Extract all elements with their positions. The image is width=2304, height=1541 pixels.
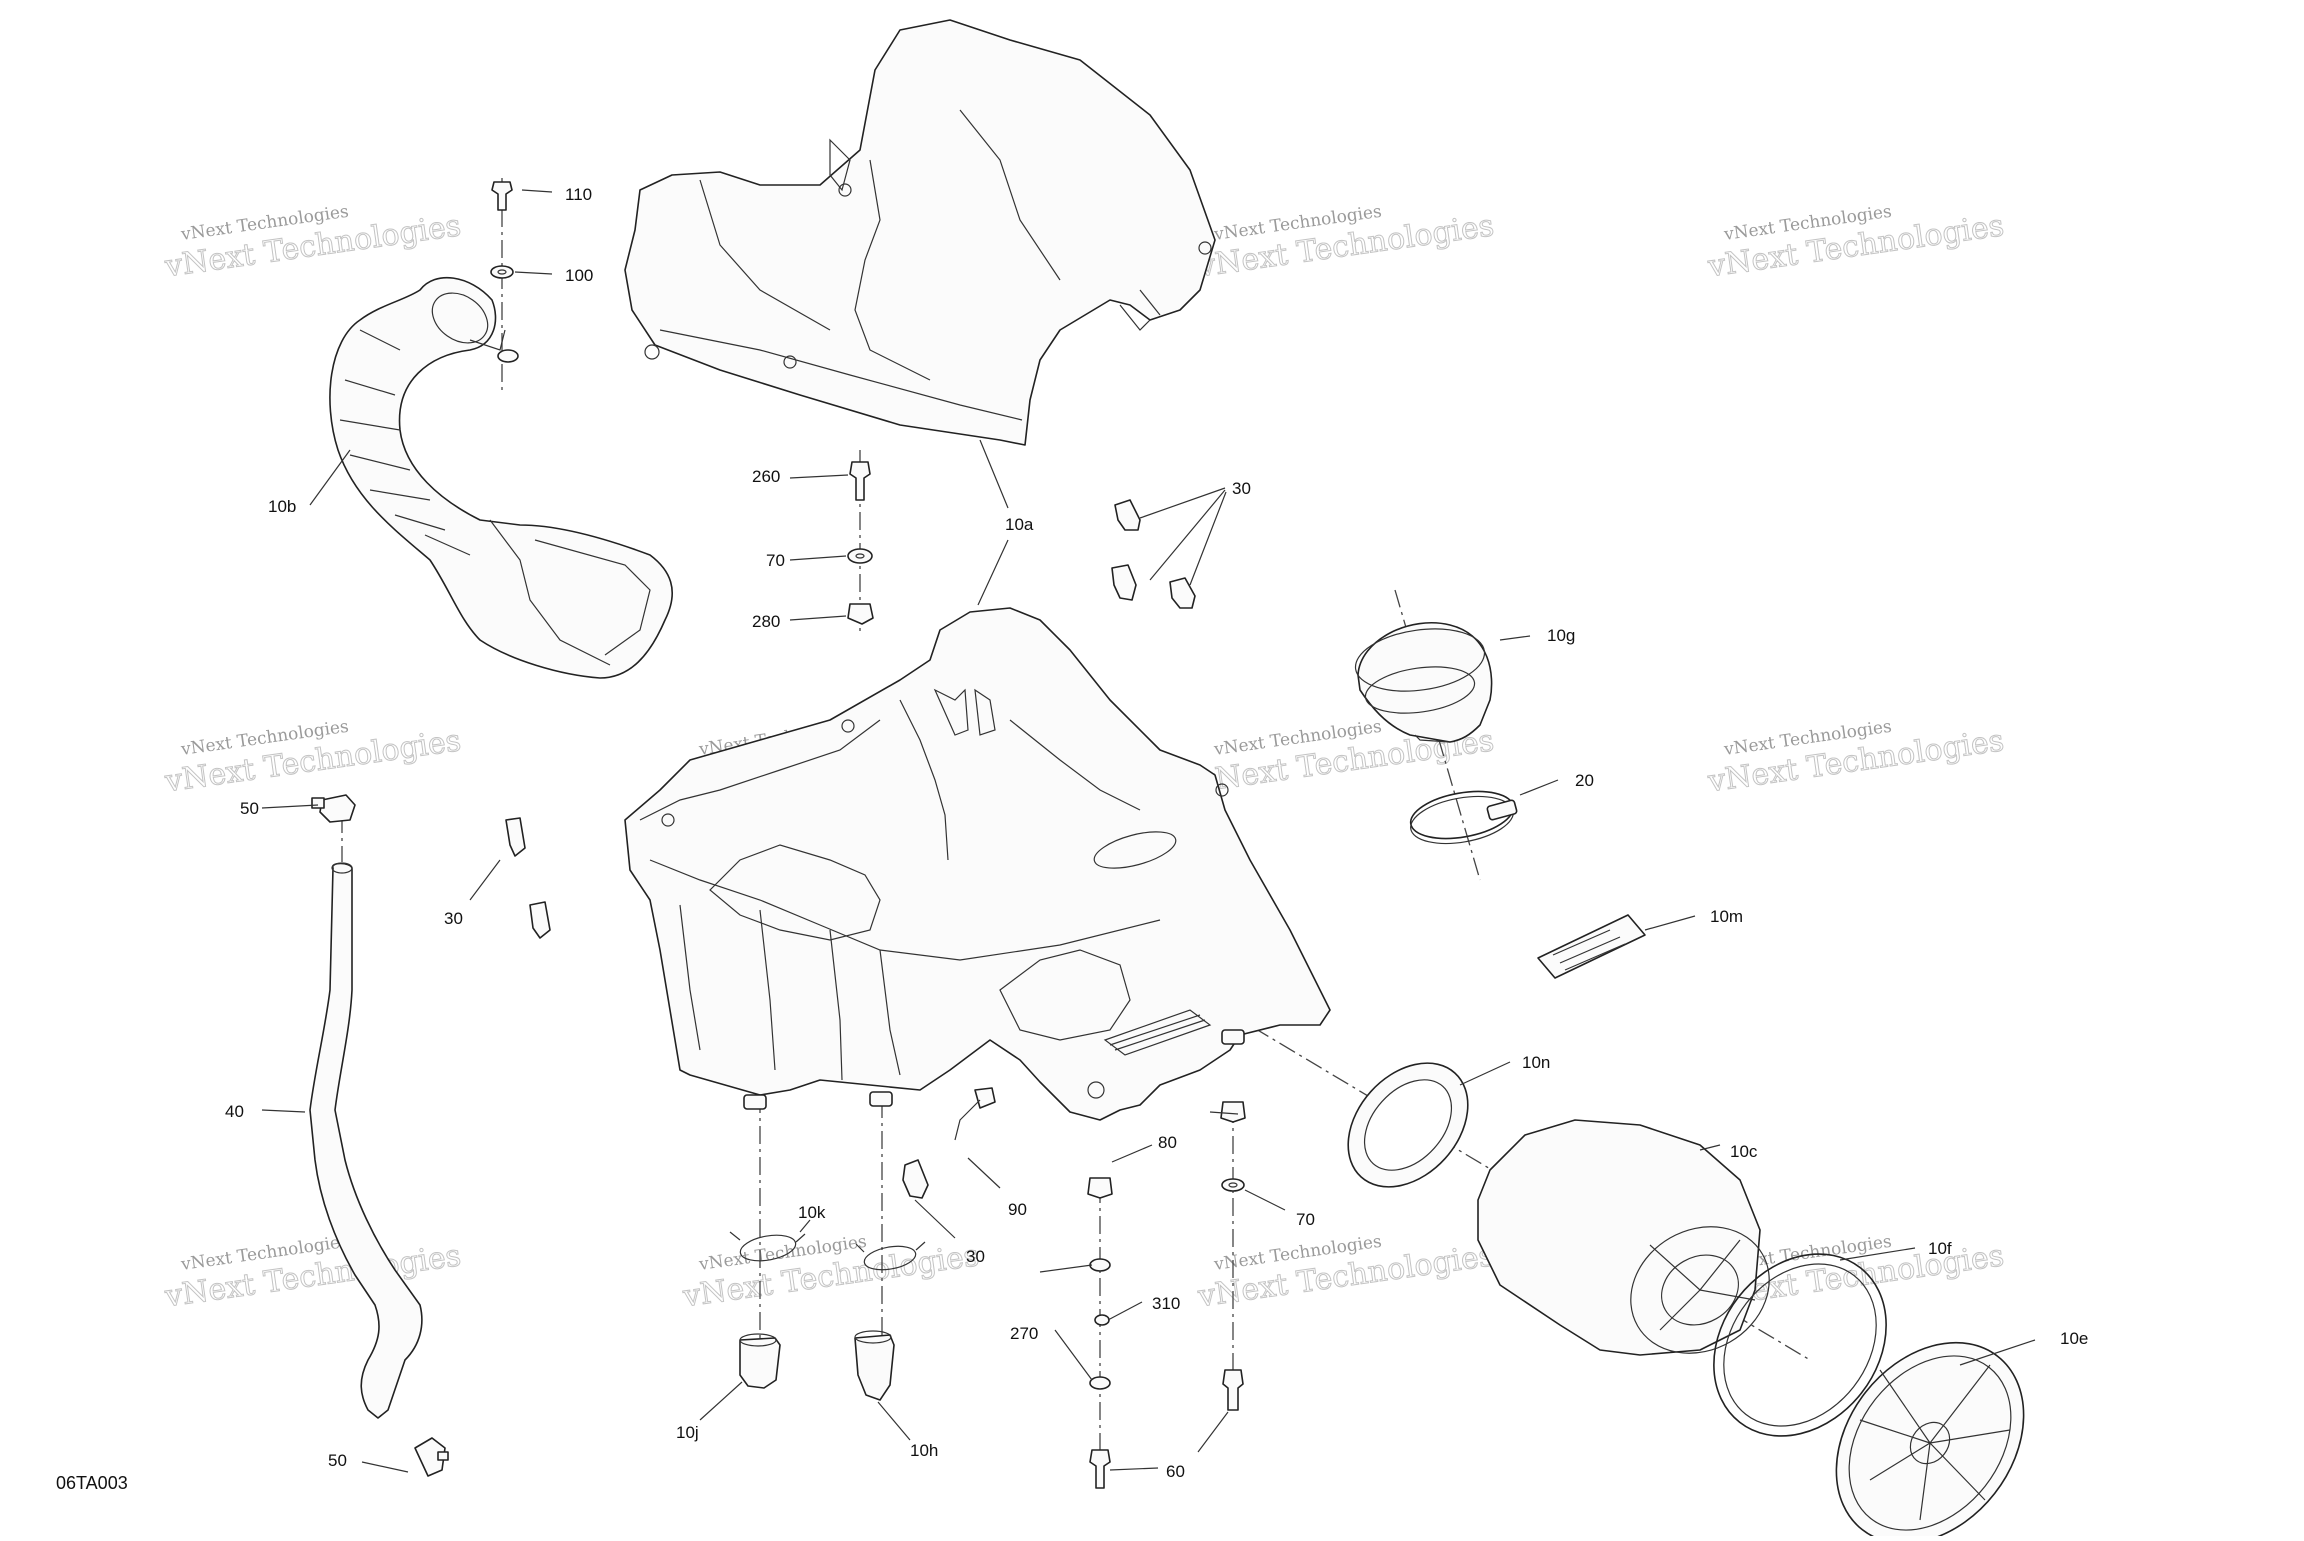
- label-10m: [1537, 914, 1646, 979]
- callout-90: 90: [1008, 1200, 1027, 1219]
- callout-60: 60: [1166, 1462, 1185, 1481]
- callout-80: 80: [1158, 1133, 1177, 1152]
- rubber-boot-10g: [1354, 622, 1493, 743]
- drain-hose-40: [309, 862, 423, 1419]
- callout-10f: 10f: [1928, 1239, 1952, 1258]
- callout-50_top: 50: [240, 799, 259, 818]
- airbox-base: [624, 607, 1331, 1121]
- leader-lines: [261, 189, 2036, 1473]
- callout-20: 20: [1575, 771, 1594, 790]
- callout-270: 270: [1010, 1324, 1038, 1343]
- callout-30_left: 30: [444, 909, 463, 928]
- callout-10n: 10n: [1522, 1053, 1550, 1072]
- callout-30_mid: 30: [966, 1247, 985, 1266]
- filter-cover-10e: [1835, 1341, 2025, 1541]
- callout-10g: 10g: [1547, 626, 1575, 645]
- callout-10a: 10a: [1005, 515, 1034, 534]
- hardware: [311, 181, 1246, 1489]
- callout-260: 260: [752, 467, 780, 486]
- callout-310: 310: [1152, 1294, 1180, 1313]
- air-filter-10c: [1477, 1119, 1770, 1356]
- callout-50_bottom: 50: [328, 1451, 347, 1470]
- callout-10h: 10h: [910, 1441, 938, 1460]
- callout-110: 110: [565, 185, 592, 204]
- callout-10e: 10e: [2060, 1329, 2088, 1348]
- callout-70_top: 70: [766, 551, 785, 570]
- intake-duct-10b: [329, 276, 674, 679]
- callout-10m: 10m: [1710, 907, 1743, 926]
- callout-70_bottom: 70: [1296, 1210, 1315, 1229]
- callout-30_top: 30: [1232, 479, 1251, 498]
- callout-40: 40: [225, 1102, 244, 1121]
- callout-280: 280: [752, 612, 780, 631]
- seal-ring-10f: [1713, 1253, 1887, 1437]
- hose-clamp-20: [1409, 790, 1518, 845]
- callout-10j: 10j: [676, 1423, 699, 1442]
- airbox-lid-10a: [624, 19, 1216, 446]
- gasket-ring-10n: [1347, 1062, 1469, 1188]
- callout-10k: 10k: [798, 1203, 826, 1222]
- callout-100: 100: [565, 266, 593, 285]
- drawing-code: 06TA003: [56, 1473, 128, 1493]
- callout-labels: 110 100 10b 260 10a 30 70 280 10g 50 20 30 10m 10n 40 8…: [225, 185, 2088, 1481]
- callout-10b: 10b: [268, 497, 296, 516]
- callout-10c: 10c: [1730, 1142, 1758, 1161]
